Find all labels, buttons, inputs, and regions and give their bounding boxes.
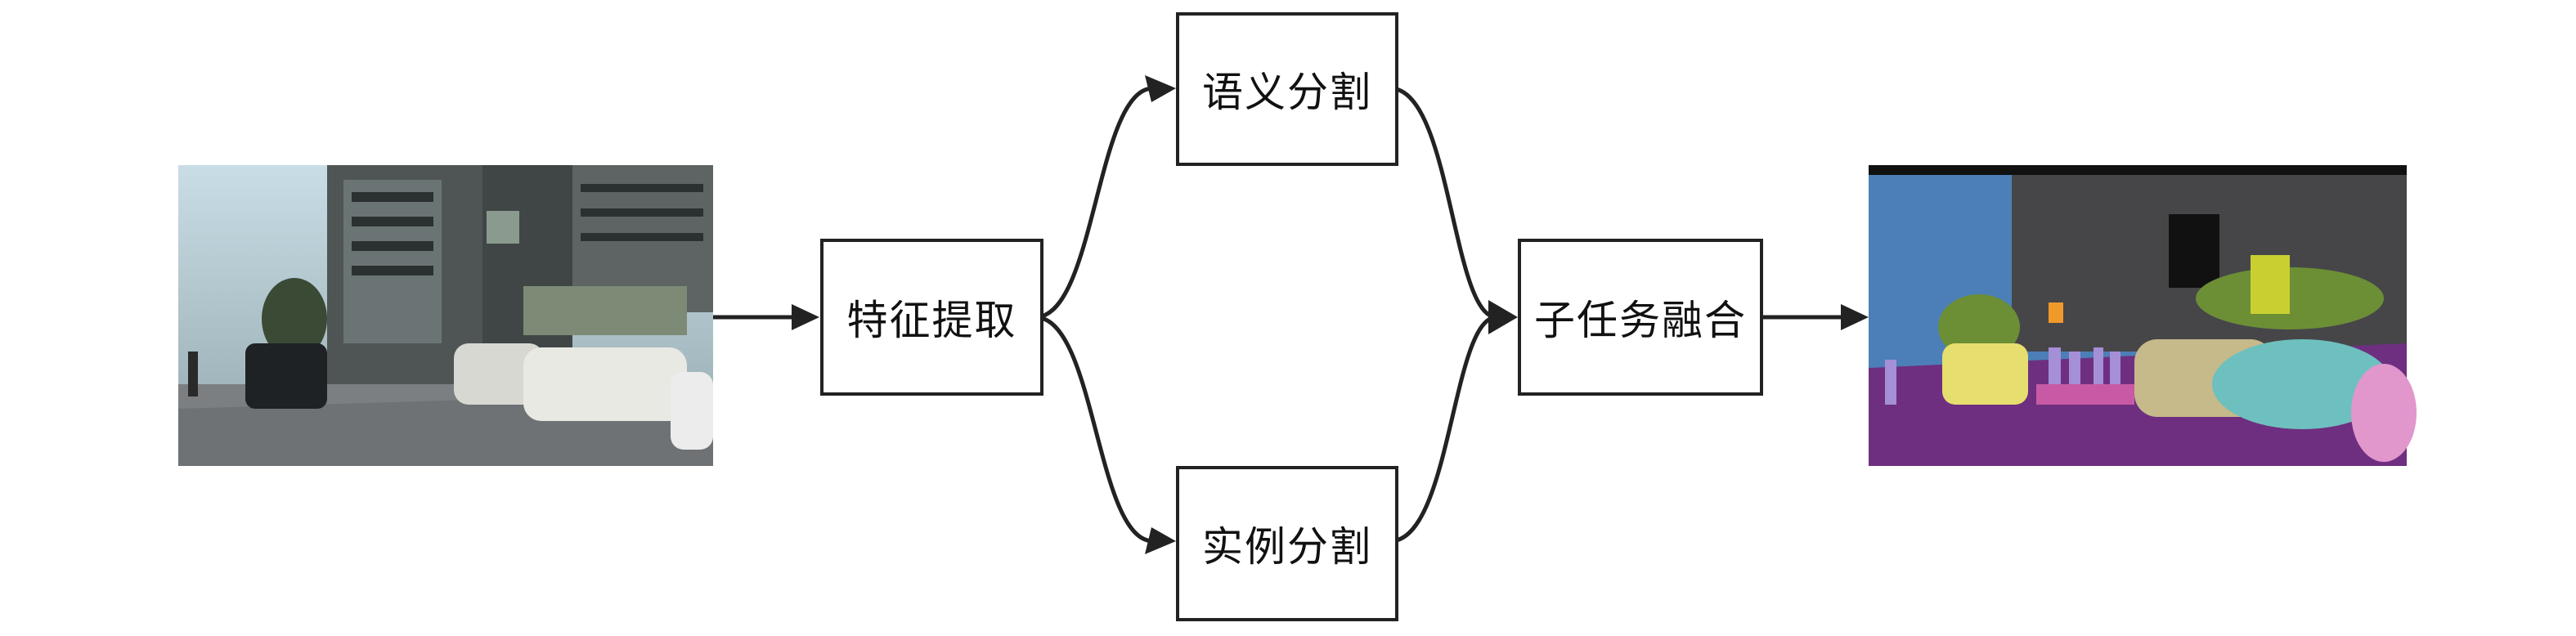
arrowhead-icon <box>1145 527 1176 554</box>
arrowhead-icon <box>1145 75 1176 102</box>
node-instance-segmentation: 实例分割 <box>1176 466 1398 621</box>
arrow-semantic-to-fusion <box>1389 86 1497 320</box>
node-label: 特征提取 <box>846 297 1017 344</box>
arrow-extraction-to-instance <box>1034 315 1154 544</box>
node-feature-extraction: 特征提取 <box>820 239 1043 396</box>
arrowhead-icon <box>1488 300 1518 334</box>
arrowhead-icon <box>1841 304 1869 330</box>
node-label: 语义分割 <box>1202 69 1372 116</box>
node-label: 实例分割 <box>1202 523 1372 571</box>
arrow-extraction-to-semantic <box>1034 86 1154 320</box>
input-street-photo <box>178 165 713 466</box>
arrow-instance-to-fusion <box>1389 315 1497 544</box>
output-segmentation-map <box>1869 165 2417 466</box>
arrowhead-icon <box>792 304 819 330</box>
node-subtask-fusion: 子任务融合 <box>1518 239 1763 396</box>
arrowheads <box>792 75 1869 554</box>
node-label: 子任务融合 <box>1534 297 1747 344</box>
node-semantic-segmentation: 语义分割 <box>1176 12 1398 166</box>
flow-arrows <box>713 86 1847 544</box>
